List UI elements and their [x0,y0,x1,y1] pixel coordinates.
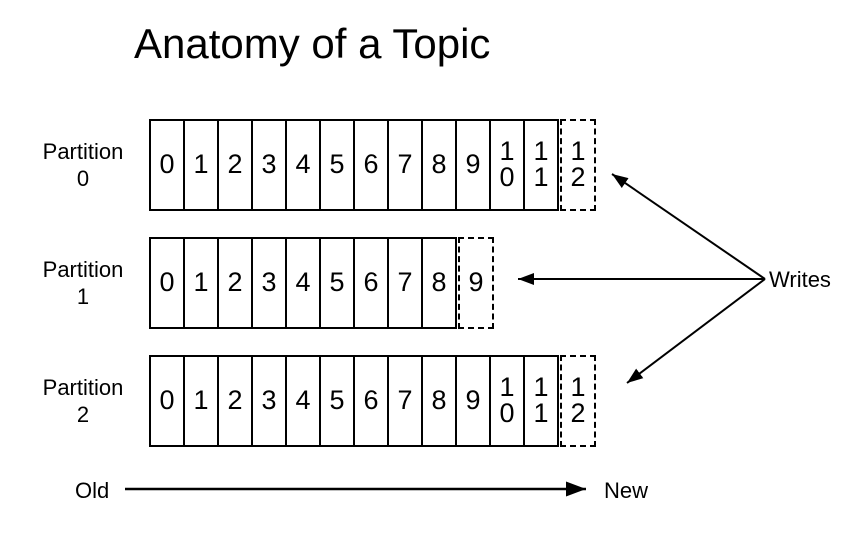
log-segment-cell: 1 [183,237,219,329]
log-segment-cell: 5 [319,237,355,329]
log-segment-cell: 4 [285,119,321,211]
partition-label: Partition 2 [42,374,124,428]
writes-arrow-partition-2 [626,278,766,384]
log-segment-cell: 2 [217,237,253,329]
partition-label: Partition 0 [42,138,124,192]
log-segment-cell: 6 [353,237,389,329]
log-segment-cell: 2 [217,355,253,447]
log-segment-cell: 8 [421,237,457,329]
log-segment-cell: 3 [251,355,287,447]
log-segment-cell: 8 [421,119,457,211]
log-segment-cell: 5 [319,119,355,211]
next-write-cell: 1 2 [560,119,596,211]
log-segment-cell: 4 [285,355,321,447]
log-segment-cell: 1 [183,355,219,447]
log-segment-cell: 9 [455,119,491,211]
log-segment-cell: 9 [455,355,491,447]
log-segment-cell: 1 1 [523,119,559,211]
log-segment-cell: 1 0 [489,119,525,211]
next-write-cell: 1 2 [560,355,596,447]
old-label: Old [75,478,110,503]
log-segment-cell: 4 [285,237,321,329]
log-segment-cell: 0 [149,119,185,211]
partition-label: Partition 1 [42,256,124,310]
new-label: New [604,478,649,503]
writes-arrow-partition-0 [611,173,766,280]
next-write-cell: 9 [458,237,494,329]
log-segment-cell: 7 [387,119,423,211]
log-segment-cell: 6 [353,355,389,447]
log-segment-cell: 5 [319,355,355,447]
log-segment-cell: 8 [421,355,457,447]
log-segment-cell: 0 [149,237,185,329]
writes-label: Writes [769,267,831,292]
diagram-title: Anatomy of a Topic [134,20,491,67]
log-segment-cell: 1 1 [523,355,559,447]
log-segment-cell: 7 [387,355,423,447]
log-segment-cell: 3 [251,237,287,329]
log-segment-cell: 0 [149,355,185,447]
log-segment-cell: 7 [387,237,423,329]
log-segment-cell: 2 [217,119,253,211]
log-segment-cell: 6 [353,119,389,211]
log-segment-cell: 1 0 [489,355,525,447]
log-segment-cell: 1 [183,119,219,211]
log-segment-cell: 3 [251,119,287,211]
